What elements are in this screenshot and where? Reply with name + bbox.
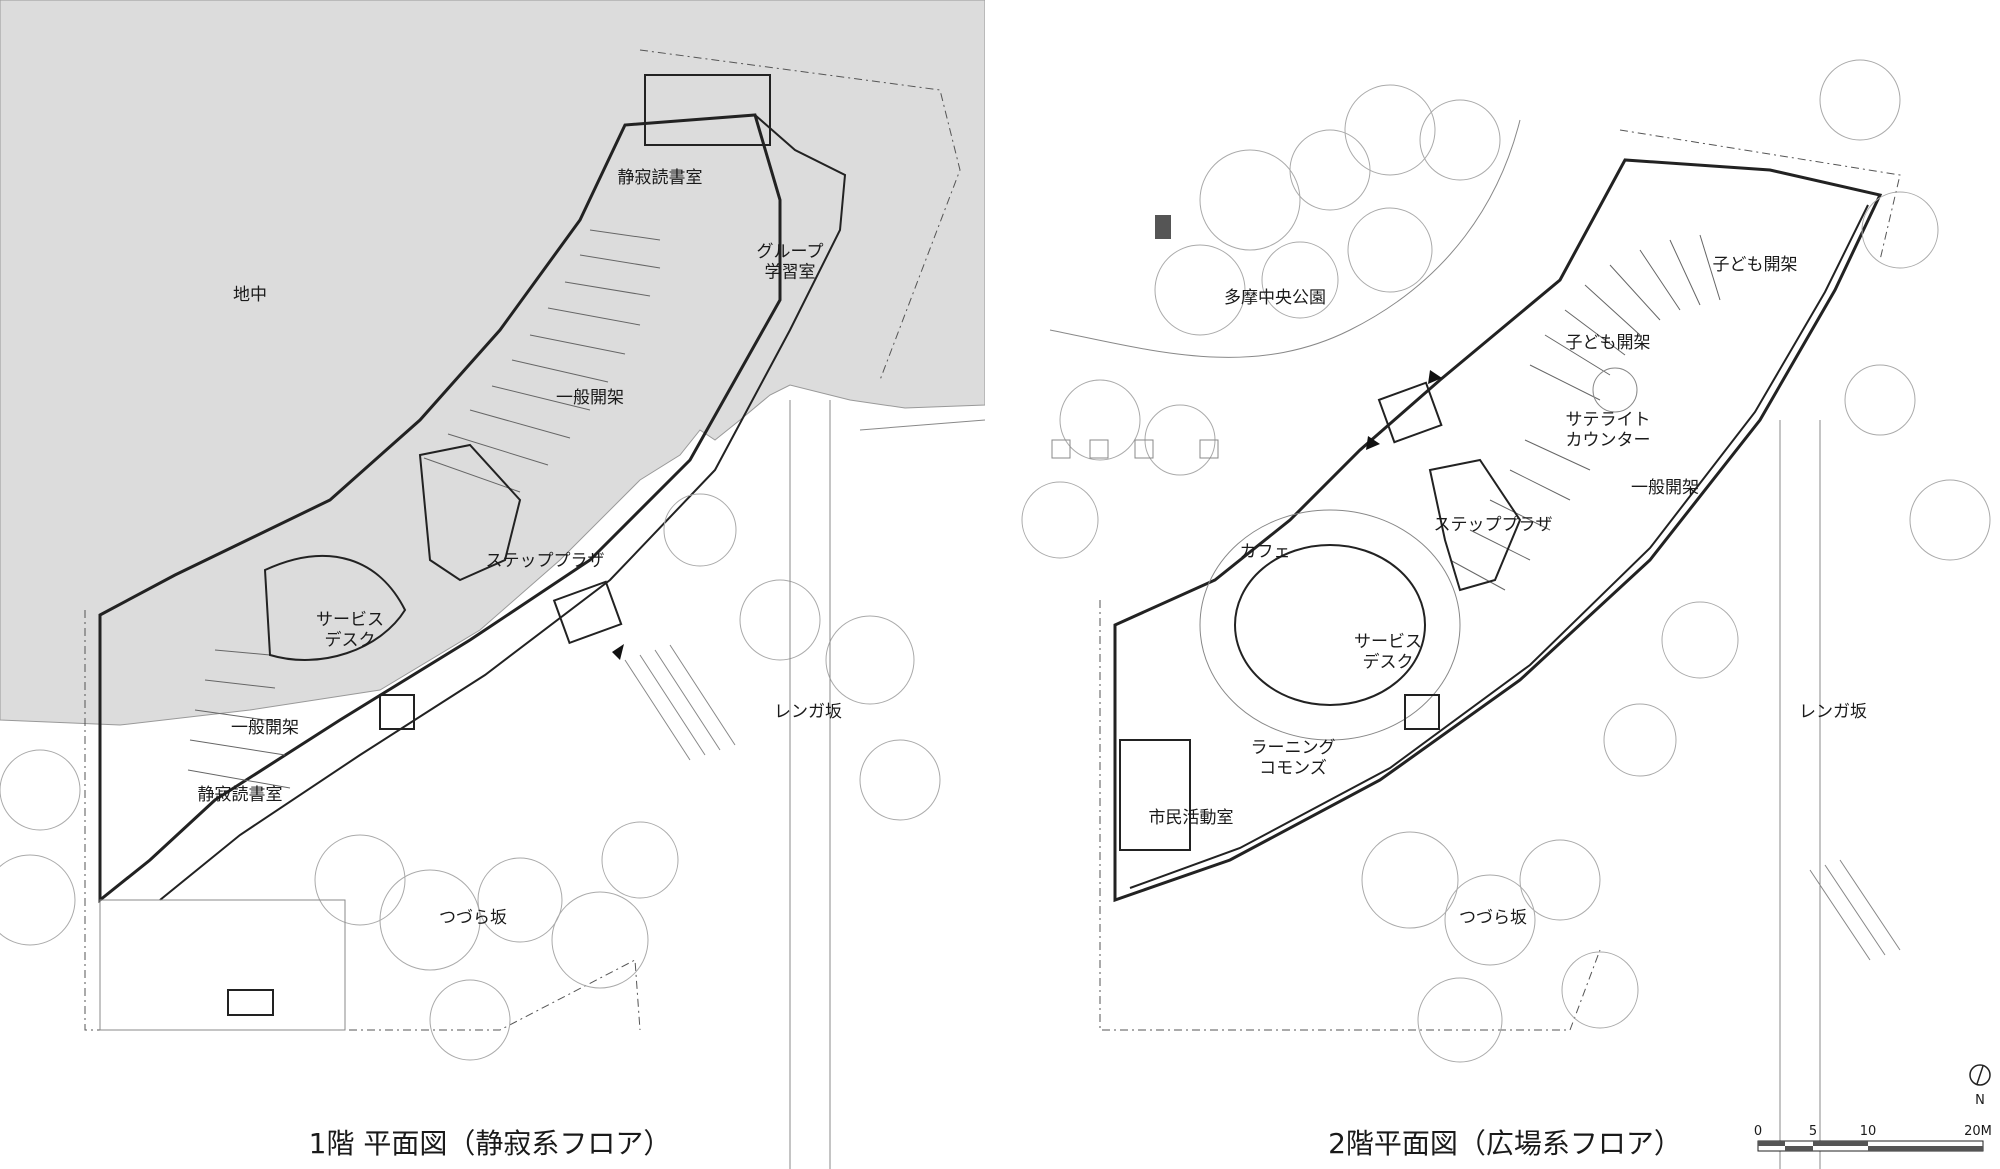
label-tama-park: 多摩中央公園 [1224,288,1326,308]
label-civic-room: 市民活動室 [1149,808,1234,828]
label-tsuzura-slope-1f: つづら坂 [439,908,507,928]
floor2-trees [1021,59,1991,1063]
floor2-entrance-arrow-top [1428,370,1442,384]
floor2-plan: 多摩中央公園 子ども開架 子ども開架 サテライトカウンター 一般開架 ステッププ… [1021,59,1991,1169]
floor1-small-structure [227,989,274,1016]
label-group-study: グループ学習室 [757,242,824,282]
park-marker [1155,215,1171,239]
scale-tick-20: 20M [1964,1124,1992,1139]
label-cafe: カフェ [1240,542,1291,562]
north-arrow: N [1969,1064,1991,1108]
label-service-desk-2f: サービスデスク [1354,632,1422,672]
floor1-step-plaza [418,443,522,582]
north-arrow-label: N [1975,1093,1985,1108]
floor2-inner-wall [1129,204,1869,889]
label-satellite-counter: サテライトカウンター [1566,410,1651,450]
floor1-trees [0,493,941,1061]
floor1-entrance [552,580,623,645]
label-renga-slope-2f: レンガ坂 [1799,702,1867,722]
floor2-building-outline [1113,158,1883,903]
label-tsuzura-slope-2f: つづら坂 [1459,908,1527,928]
label-general-stacks-bottom: 一般開架 [231,718,299,738]
floor2-stairs [1809,859,1901,961]
label-learning-commons: ラーニングコモンズ [1251,738,1336,778]
floor2-step-plaza [1428,458,1522,592]
floor2-renga-road [1779,420,1821,1169]
floor1-entrance-arrow [612,644,624,660]
floor1-renga-road [789,400,986,1169]
floor1-stairs [624,644,736,761]
label-general-stacks-2f: 一般開架 [1631,478,1699,498]
floor1-site-boundary [84,49,961,1031]
label-quiet-room-bottom: 静寂読書室 [198,785,283,805]
floor2-cafe-ring [1199,509,1461,741]
caption-floor2: 2階平面図（広場系フロア） [1328,1127,1682,1160]
floor1-service-yard [99,899,346,1031]
label-general-stacks-top: 一般開架 [556,388,624,408]
label-renga-slope-1f: レンガ坂 [774,702,842,722]
label-underground: 地中 [233,285,267,305]
floor1-building-inner [159,114,847,901]
floor2-entrance [1377,381,1443,444]
floor1-building-outline [98,113,782,904]
floor1-annex [644,74,771,146]
label-step-plaza-2f: ステッププラザ [1434,515,1553,535]
floor1-plan: 地中 静寂読書室 グループ学習室 一般開架 ステッププラザ サービスデスク 一般… [0,0,986,1169]
floor2-shelves [1449,234,1721,591]
floor2-entrance-arrow-bottom [1366,436,1380,450]
floor2-satellite-counter [1592,367,1638,413]
floor1-column-block [379,694,415,730]
scale-tick-10: 10 [1860,1124,1877,1139]
label-step-plaza-1f: ステッププラザ [486,551,605,571]
floor2-service-core [1234,544,1426,706]
scale-tick-0: 0 [1754,1124,1762,1139]
caption-floor1: 1階 平面図（静寂系フロア） [309,1127,672,1160]
floor2-park-path [1049,119,1521,358]
floor2-civic-room [1119,739,1191,851]
scale-tick-5: 5 [1809,1124,1817,1139]
scale-bar: 0 5 10 20M [1754,1124,1992,1152]
plan-divider [985,0,1015,1169]
label-service-desk-1f: サービスデスク [316,610,384,650]
floor2-column-block [1404,694,1440,730]
floor2-planters [1051,215,1219,459]
floor1-service-desk [263,555,407,661]
label-kids-stacks-right: 子ども開架 [1713,255,1798,275]
floor2-site-boundary [1099,129,1901,1031]
label-quiet-room-top: 静寂読書室 [618,168,703,188]
underground-area [0,0,986,726]
label-kids-stacks: 子ども開架 [1566,333,1651,353]
floor1-shelves [187,229,661,789]
